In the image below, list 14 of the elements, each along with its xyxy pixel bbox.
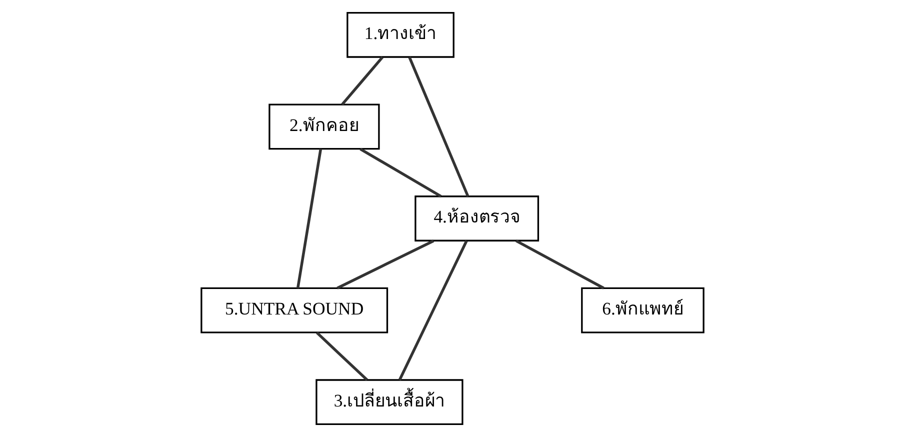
connector [315,332,368,381]
node-box: 4.ห้องตรวจ [414,196,539,242]
node-box: 1.ทางเข้า [346,12,454,58]
connector [515,240,604,290]
connector [408,56,469,197]
node-box: 5.UNTRA SOUND [200,287,388,334]
node-box: 2.พักคอย [268,104,380,150]
connector [398,240,468,381]
connector [340,56,383,106]
node-box: 3.เปลี่ยนเสื้อผ้า [315,379,463,426]
connector [336,240,434,290]
connector [296,148,322,288]
connector [359,148,442,198]
node-box: 6.พักแพทย์ [580,287,704,334]
